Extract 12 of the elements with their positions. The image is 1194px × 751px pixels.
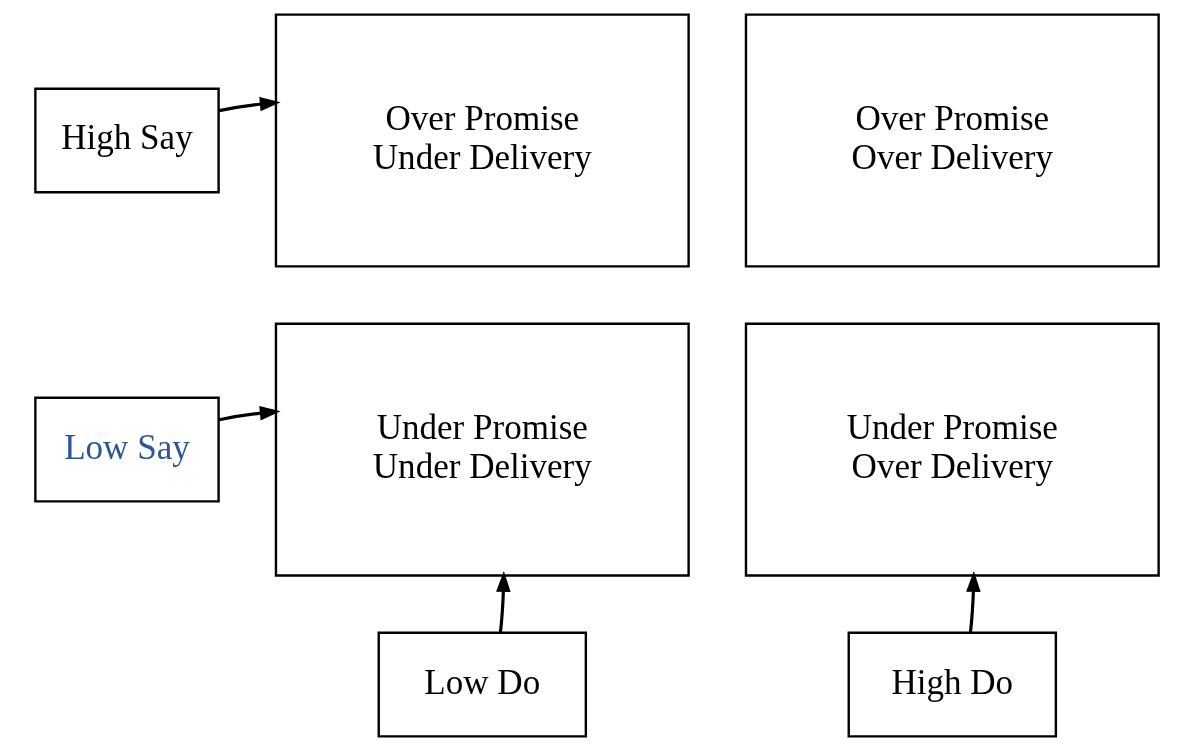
node-box: Low Say: [34, 396, 220, 503]
arrow: [496, 571, 511, 633]
node-box: High Do: [847, 631, 1058, 738]
arrow: [966, 571, 981, 633]
arrow: [218, 405, 281, 422]
node-box: Low Do: [377, 631, 588, 738]
arrow: [218, 96, 281, 113]
node-box: High Say: [34, 87, 220, 194]
node-box: Under Promise Over Delivery: [744, 322, 1160, 577]
node-box: Over Promise Over Delivery: [744, 13, 1160, 268]
node-box: Over Promise Under Delivery: [274, 13, 690, 268]
node-box: Under Promise Under Delivery: [274, 322, 690, 577]
